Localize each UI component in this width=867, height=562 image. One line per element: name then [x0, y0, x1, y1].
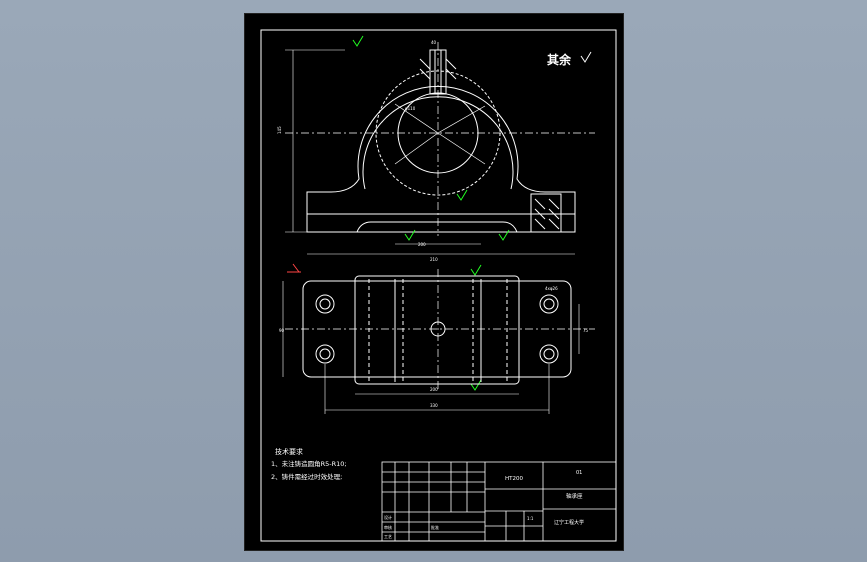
dim-total-length: 330: [430, 403, 438, 408]
dim-base-hole: 4xφ26: [545, 286, 558, 291]
dim-hole-spacing: 75: [583, 328, 589, 333]
material-text: HT200: [505, 476, 523, 482]
design-label: 设计: [384, 514, 392, 520]
cad-drawing: 其余 200 210 145 90 200 330 75 4xφ26 φ110 …: [260, 29, 617, 542]
check-label: 审核: [384, 524, 392, 530]
dim-width-base: 210: [430, 257, 438, 262]
dim-top-width: 40: [431, 40, 437, 45]
roughness-marks: [352, 35, 510, 391]
title-block: [381, 461, 617, 542]
dim-inner-length: 200: [430, 387, 438, 392]
front-view: [285, 42, 595, 255]
dim-bore: φ110: [405, 106, 416, 111]
tech-req-line2: 2、铸件需经过时效处理;: [271, 472, 342, 481]
dim-depth: 90: [279, 328, 285, 333]
part-code-text: 01: [576, 470, 582, 476]
drawing-sheet: 其余 200 210 145 90 200 330 75 4xφ26 φ110 …: [244, 13, 624, 551]
approve-label: 批准: [431, 524, 439, 530]
tech-req-title: 技术要求: [275, 447, 303, 456]
top-view: [282, 269, 595, 414]
process-label: 工艺: [384, 534, 392, 539]
dim-width-inner: 200: [418, 242, 426, 247]
school-text: 辽宁工程大学: [554, 519, 584, 526]
datum-mark: [287, 263, 301, 273]
tech-req-line1: 1、未注铸造圆角R5-R10;: [271, 459, 347, 468]
scale-text: 1:1: [527, 516, 534, 521]
part-name-text: 轴承座: [566, 492, 583, 500]
dim-height: 145: [277, 126, 282, 134]
remaining-roughness-note: 其余: [547, 52, 572, 67]
check-mark-icon: [580, 51, 592, 63]
